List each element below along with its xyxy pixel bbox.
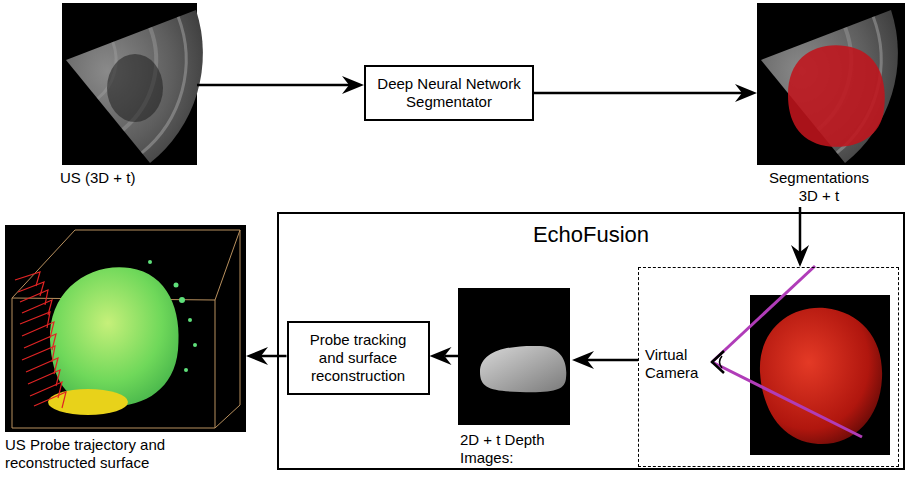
- caption: US (3D + t): [60, 169, 200, 187]
- flow-arrow: [791, 207, 809, 267]
- caption: Segmentations 3D + t: [759, 169, 879, 205]
- arrowhead: [791, 245, 809, 267]
- flow-arrow: [534, 84, 757, 102]
- image-area: [757, 3, 905, 165]
- caption: 2D + t Depth Images:: [460, 431, 572, 467]
- module-frame: EchoFusionProbe tracking and surface rec…: [277, 212, 905, 470]
- rendered-segmentation: [712, 266, 890, 455]
- reconstruction-image: [5, 225, 246, 432]
- image-panel: US Probe trajectory and reconstructed su…: [5, 225, 246, 472]
- arrowhead: [342, 76, 364, 94]
- process-box: Probe tracking and surface reconstructio…: [287, 321, 430, 395]
- arrowhead: [246, 347, 268, 365]
- box-label: Probe tracking and surface reconstructio…: [296, 331, 421, 385]
- connector-line: [534, 92, 742, 95]
- segmentation-image: [757, 3, 905, 165]
- frame-title: EchoFusion: [279, 222, 903, 248]
- flow-arrow: [572, 351, 638, 369]
- image-panel: US (3D + t): [62, 3, 197, 187]
- connector-line: [587, 359, 638, 362]
- flow-arrow: [430, 347, 461, 365]
- image-area: [62, 3, 197, 165]
- arrowhead: [735, 84, 757, 102]
- image-panel: 2D + t Depth Images:: [460, 290, 572, 467]
- arrowhead: [572, 351, 594, 369]
- caption: US Probe trajectory and reconstructed su…: [5, 436, 245, 472]
- camera-view-frame: Virtual Camera: [638, 267, 899, 467]
- connector-line: [261, 355, 287, 358]
- connector-line: [445, 355, 461, 358]
- depth-image: [458, 288, 570, 425]
- flow-arrow: [246, 347, 287, 365]
- arrowhead: [430, 347, 452, 365]
- image-area: [460, 290, 572, 427]
- process-box: Deep Neural Network Segmentator: [364, 65, 534, 121]
- image-panel: Segmentations 3D + t: [757, 3, 905, 205]
- flow-arrow: [197, 76, 364, 94]
- ultrasound-image: [62, 3, 203, 165]
- connector-line: [197, 84, 349, 87]
- box-label: Deep Neural Network Segmentator: [370, 75, 528, 111]
- image-area: [5, 225, 246, 432]
- camera-label: Virtual Camera: [645, 346, 717, 382]
